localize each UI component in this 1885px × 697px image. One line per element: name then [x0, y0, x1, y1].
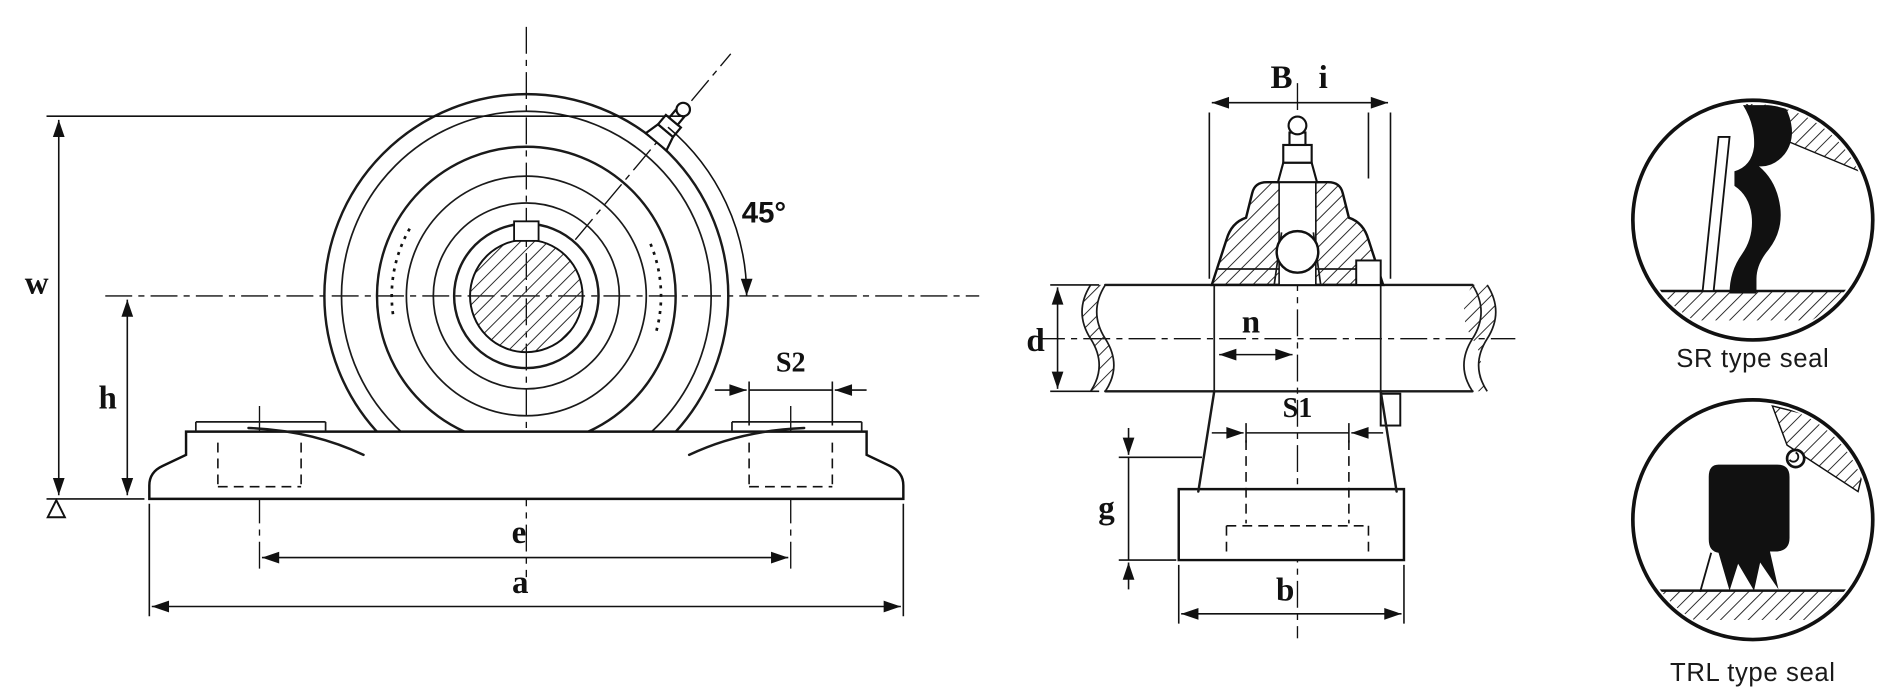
housing-circles — [323, 92, 730, 499]
sr-seal-body — [1729, 105, 1792, 294]
dim-label-e: e — [512, 515, 527, 551]
dim-label-B: B — [1271, 60, 1293, 96]
dim-label-a: a — [512, 565, 529, 601]
front-view: 45° w h e a — [25, 26, 980, 617]
grease-axis-centerline — [574, 53, 732, 241]
shaft-bore-hatched — [469, 238, 584, 354]
seal-detail-trl: TRL type seal — [1631, 398, 1875, 687]
bearing-ball — [1275, 229, 1320, 274]
dimension-s2: S2 — [714, 348, 867, 426]
sr-seal-label: SR type seal — [1676, 345, 1829, 373]
angle-arc — [667, 126, 753, 296]
side-bolt-slot — [1245, 440, 1350, 524]
seal-lip — [1701, 136, 1731, 292]
pillar-edge-right — [1379, 390, 1398, 493]
datum-triangle — [46, 497, 67, 519]
seal-spring-curl — [1785, 448, 1806, 469]
dimension-a: a — [148, 503, 905, 617]
dim-label-g: g — [1098, 490, 1115, 526]
dimension-e: e — [261, 515, 789, 564]
ball-dotted-arc-left — [390, 227, 411, 320]
dimension-Bi: B i — [1208, 60, 1392, 279]
dimension-g: g — [1098, 427, 1202, 590]
bolt-slot-left — [217, 442, 302, 488]
pillar-edge-left — [1197, 390, 1216, 493]
dim-label-d: d — [1026, 323, 1044, 359]
side-base — [1177, 440, 1406, 562]
side-housing — [1197, 180, 1402, 493]
dim-label-b: b — [1276, 572, 1294, 608]
dimension-w: w — [25, 115, 681, 519]
angle-label: 45° — [742, 197, 786, 230]
grease-fitting-side-icon — [1276, 115, 1319, 184]
dim-label-h: h — [99, 380, 117, 416]
dim-label-i: i — [1319, 60, 1328, 96]
housing-base — [148, 421, 905, 501]
housing-flare-right — [687, 426, 806, 457]
side-view: B i d n S1 g — [1026, 60, 1516, 639]
dim-label-n: n — [1242, 305, 1260, 341]
ball-dotted-arc-right — [647, 238, 663, 332]
dimension-b: b — [1177, 564, 1405, 624]
dim-label-w: w — [25, 265, 49, 301]
shaft-break-right — [1463, 284, 1496, 392]
dimension-h: h — [99, 299, 134, 496]
dimension-n: n — [1219, 305, 1293, 361]
dim-label-s2: S2 — [776, 348, 806, 379]
trl-seal-section — [1636, 404, 1870, 620]
seal-detail-sr: SR type seal — [1631, 98, 1875, 373]
set-screw — [1355, 259, 1382, 286]
dimension-s1: S1 — [1211, 393, 1384, 443]
trl-seal-body — [1708, 464, 1790, 591]
grease-fitting-icon — [643, 101, 692, 153]
keyway-detail — [513, 220, 540, 242]
dimension-d: d — [1026, 284, 1100, 393]
housing-flare-left — [247, 426, 365, 457]
trl-seal-label: TRL type seal — [1670, 659, 1836, 687]
shaft-break-left — [1082, 284, 1114, 392]
dim-label-s1: S1 — [1283, 393, 1313, 424]
bolt-slot-right — [748, 442, 834, 488]
